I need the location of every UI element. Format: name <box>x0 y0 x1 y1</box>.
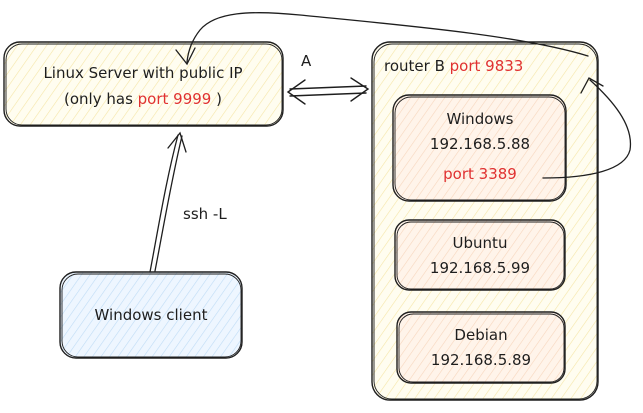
debian-host-box <box>396 311 566 384</box>
router-port: port 9833 <box>449 57 524 75</box>
ubuntu-host-name: Ubuntu <box>452 234 508 252</box>
linux-server-subtitle: (only has port 9999 ) <box>64 88 222 111</box>
ubuntu-host-ip: 192.168.5.99 <box>429 259 531 277</box>
ssh-arrow <box>149 131 187 273</box>
windows-client-box <box>59 271 243 359</box>
ssh-label: ssh -L <box>183 205 227 223</box>
windows-host-port: port 3389 <box>443 165 517 183</box>
windows-host-box <box>392 94 567 202</box>
linux-server-port: port 9999 <box>137 90 212 108</box>
debian-host-ip: 192.168.5.89 <box>430 351 532 369</box>
debian-host-name: Debian <box>454 326 508 344</box>
linux-server-line1: Linux Server with public IP <box>43 64 243 82</box>
windows-host-ip: 192.168.5.88 <box>429 135 531 153</box>
linux-server-title: Linux Server with public IP <box>43 62 242 85</box>
arrow-a-label: A <box>301 52 312 70</box>
linux-server-line2-prefix: (only has <box>64 90 138 108</box>
router-title: router B <box>384 57 445 75</box>
router-title-row: router B port 9833 <box>384 55 523 78</box>
double-arrow-a <box>286 77 370 105</box>
ubuntu-host-box <box>394 219 566 291</box>
windows-client-label: Windows client <box>94 306 208 324</box>
linux-server-box <box>3 41 284 127</box>
port-forward-arrow <box>542 77 632 179</box>
router-to-server-arrow <box>175 12 589 66</box>
windows-host-name: Windows <box>446 110 514 128</box>
linux-server-line2-suffix: ) <box>211 90 222 108</box>
